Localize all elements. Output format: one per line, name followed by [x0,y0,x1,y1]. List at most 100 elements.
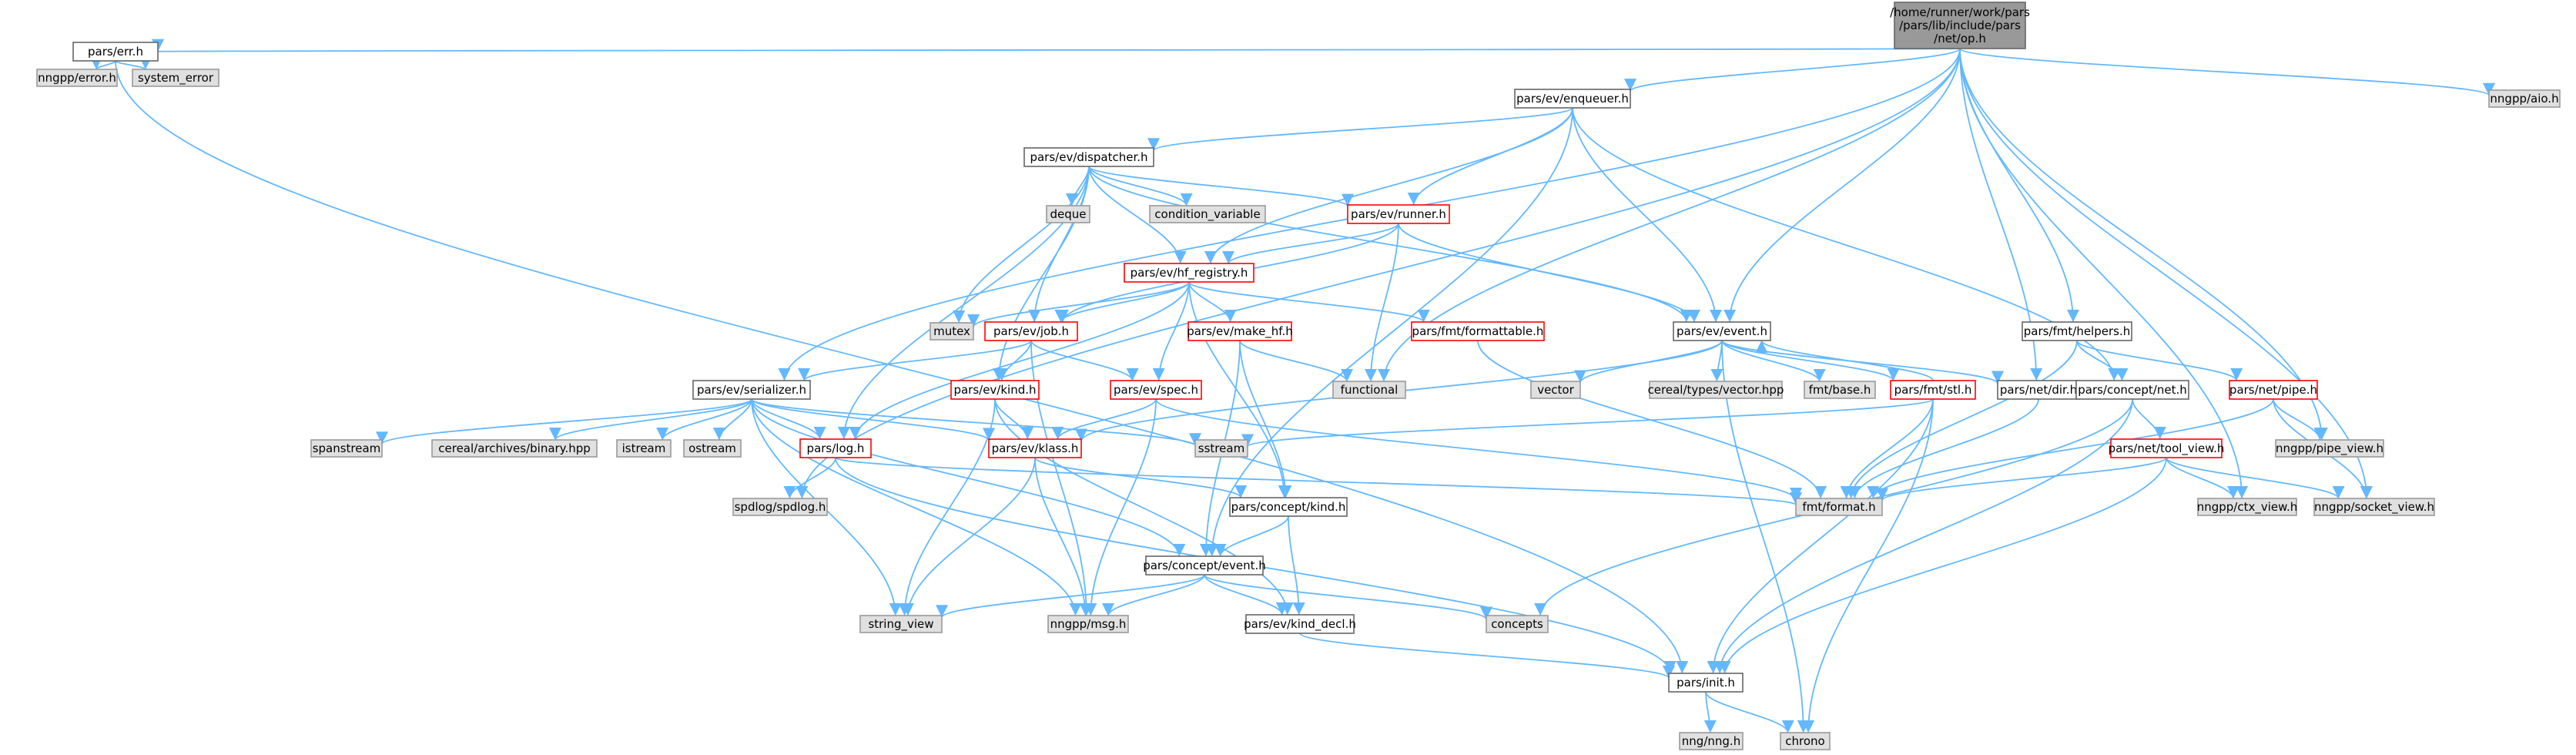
edge-dispatcher-to-runner [1088,166,1354,207]
node-box [1110,380,1202,400]
node-dispatcher[interactable]: pars/ev/dispatcher.h [1023,147,1154,167]
node-fmt-helpers[interactable]: pars/fmt/helpers.h [2022,321,2132,341]
node-box [1530,381,1581,399]
edge-klass_h-to-concept_kind [1034,457,1248,498]
node-chrono: chrono [1780,732,1831,750]
edge-line [1721,340,1900,381]
node-label: nng/nng.h [1682,734,1740,748]
edge-concept_event-to-concepts [1204,574,1492,620]
edge-log_h-to-spdlog [783,457,836,499]
edge-line [1152,281,1190,381]
edge-make_hf-to-concept_kind [1239,340,1292,498]
node-box [1347,204,1450,224]
edge-line [835,457,1802,506]
node-hf-registry[interactable]: pars/ev/hf_registry.h [1124,263,1255,283]
node-aio-h: nngpp/aio.h [2488,89,2561,108]
edge-line [1204,107,1573,264]
node-label: pars/log.h [807,441,865,455]
node-box [1411,321,1545,341]
edge-line [992,166,1090,381]
edge-line [1034,457,1248,498]
node-label: concepts [1491,617,1543,631]
edge-line [1959,48,2080,323]
edge-net_dir-to-fmt_format [1848,398,2039,499]
node-net-pipe[interactable]: pars/net/pipe.h [2229,380,2318,400]
node-pipe-view: nngpp/pipe_view.h [2275,439,2384,458]
edge-line [549,398,752,441]
node-formattable[interactable]: pars/fmt/formattable.h [1411,321,1545,341]
edge-fmt_stl-to-sstream [1241,398,1934,448]
edge-line [936,574,1205,619]
edge-root-to-fmt_helpers [1959,48,2080,323]
node-job[interactable]: pars/ev/job.h [984,321,1078,341]
node-make-hf[interactable]: pars/ev/make_hf.h [1187,321,1293,341]
node-box [36,69,118,87]
node-runner[interactable]: pars/ev/runner.h [1347,204,1450,224]
edge-enqueuer-to-dispatcher [1147,107,1573,152]
node-concept-kind[interactable]: pars/concept/kind.h [1229,497,1348,517]
node-label: pars/fmt/stl.h [1894,383,1972,397]
edge-concept_event-to-string_view [936,574,1205,619]
edge-line [898,398,996,616]
edge-root-to-ctx_view [1959,48,2249,499]
node-box [2229,380,2318,400]
edge-dispatcher-to-kind_h [992,166,1090,381]
node-label: spanstream [313,441,381,455]
node-net-dir[interactable]: pars/net/dir.h [1997,380,2080,400]
edge-hf_registry-to-spec_h [1152,281,1190,381]
edge-line [1721,340,1826,382]
node-box [1194,439,1248,458]
node-kind-h[interactable]: pars/ev/kind.h [950,380,1040,400]
edge-serializer-to-istream [656,398,752,441]
node-ctx-view: nngpp/ctx_view.h [2197,498,2297,516]
edge-line [751,398,1186,557]
node-init-h[interactable]: pars/init.h [1668,673,1744,693]
node-root[interactable]: /home/runner/work/pars/pars/lib/include/… [1890,2,2030,49]
node-tool-view[interactable]: pars/net/tool_view.h [2109,438,2225,458]
node-label: pars/ev/dispatcher.h [1030,150,1147,164]
edge-init_h-to-chrono [1705,691,1794,733]
edge-line [796,48,1961,499]
node-spec-h[interactable]: pars/ev/spec.h [1110,380,1202,400]
node-box [1780,732,1831,750]
node-box [1229,497,1348,517]
node-label: functional [1341,383,1399,397]
node-condvar: condition_variable [1149,205,1266,223]
edge-runner-to-hf_registry [1222,223,1399,264]
edge-line [1718,457,2167,674]
edge-fmt_helpers-to-fmt_format [1844,340,2078,499]
edge-event_h-to-cereal_vector [1710,340,1723,382]
node-log-h[interactable]: pars/log.h [799,438,872,458]
node-box [1047,615,1129,633]
edge-line [798,340,1032,381]
edge-line [1723,48,1961,323]
edge-line [1054,281,1190,323]
node-label: nngpp/error.h [38,71,116,85]
node-concept-net[interactable]: pars/concept/net.h [2075,380,2189,400]
node-klass-h[interactable]: pars/ev/klass.h [988,438,1082,458]
node-box [1804,381,1876,399]
node-kind-decl[interactable]: pars/ev/kind_decl.h [1244,614,1356,634]
edge-line [1407,107,1573,206]
edge-line [1088,166,1193,206]
node-box [431,439,598,458]
node-label: nngpp/socket_view.h [2314,500,2434,515]
node-concept-event[interactable]: pars/concept/event.h [1143,555,1266,575]
edge-serializer-to-cereal_binary [549,398,752,441]
edge-hf_registry-to-mutex [967,281,1190,327]
node-serializer[interactable]: pars/ev/serializer.h [692,380,811,400]
node-label: pars/ev/klass.h [992,441,1079,455]
edge-line [2132,398,2166,440]
node-label: /home/runner/work/pars [1890,5,2030,19]
node-enqueuer[interactable]: pars/ev/enqueuer.h [1514,89,1631,109]
node-event-h[interactable]: pars/ev/event.h [1673,321,1771,341]
edge-line [1959,48,2249,499]
edge-job-to-nngpp_msg [1030,340,1093,616]
node-err-h[interactable]: pars/err.h [72,42,159,62]
edge-line [1205,107,1573,557]
node-label: pars/ev/job.h [993,324,1069,338]
node-label: /net/op.h [1934,32,1986,45]
node-fmt-stl[interactable]: pars/fmt/stl.h [1890,380,1976,400]
edge-line [1572,107,1723,323]
